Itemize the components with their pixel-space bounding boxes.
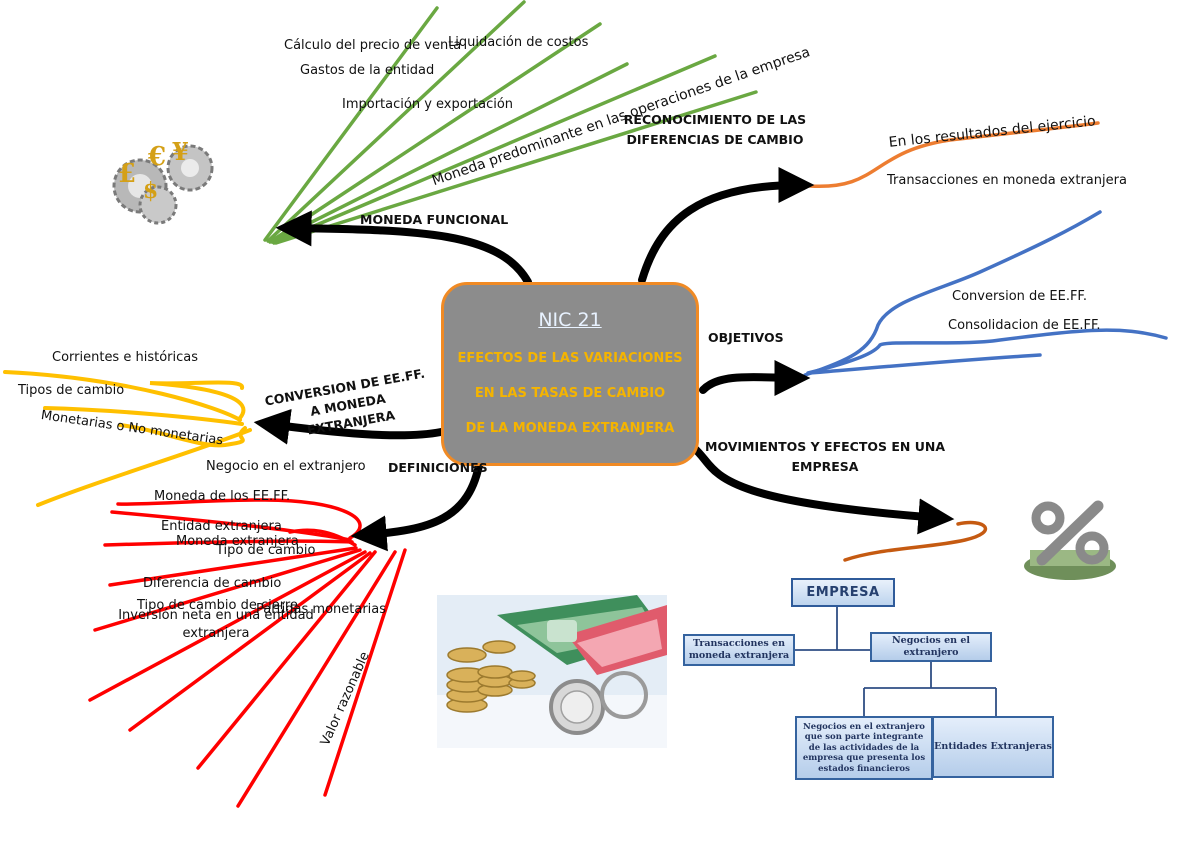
org-entidades-extranjeras: Entidades Extranjeras (932, 716, 1054, 778)
red-line (110, 510, 352, 542)
red-line (103, 539, 354, 547)
yellow-branch-lines (3, 370, 252, 507)
green-line (266, 0, 526, 243)
item-inversion-neta: Inversión neta en una entidad extranjera (118, 608, 314, 641)
central-line-3: DE LA MONEDA EXTRANJERA (465, 421, 675, 436)
green-line (272, 54, 717, 245)
orange-line (843, 520, 988, 562)
org-negocios-integrantes: Negocios en el extranjero que son parte … (795, 716, 933, 780)
org-negocios-extranjero: Negocios en el extranjero (870, 632, 992, 662)
item-tipos-cambio: Tipos de cambio (18, 383, 125, 398)
item-partidas-monetarias: Partidas monetarias (256, 602, 387, 617)
branch-label-reconocimiento: RECONOCIMIENTO DE LAS DIFERENCIAS DE CAM… (623, 112, 807, 147)
arrow-objetivos (699, 359, 811, 396)
red-line (128, 551, 372, 732)
yellow-line (43, 406, 244, 426)
svg-text:€: € (147, 142, 166, 172)
item-moneda-extranjera: Moneda extranjera (176, 534, 299, 549)
item-moneda-eeff: Moneda de los EE.FF. (154, 489, 291, 504)
red-line (108, 546, 358, 587)
item-calculo-precio: Cálculo del precio de venta (284, 38, 462, 53)
green-line (263, 6, 439, 242)
item-entidad-extranjera: Entidad extranjera (161, 519, 282, 534)
svg-text:£: £ (118, 159, 136, 189)
red-line (236, 550, 397, 808)
orange-line (808, 121, 1100, 188)
red-line (288, 528, 357, 547)
central-line-1: EFECTOS DE LAS VARIACIONES (457, 351, 683, 366)
central-line-2: EN LAS TASAS DE CAMBIO (474, 386, 666, 401)
arrow-reconocimiento (638, 167, 815, 284)
central-title: NIC 21 (538, 309, 602, 331)
green-line (274, 90, 758, 245)
green-branch-lines (263, 0, 758, 245)
blue-line (803, 210, 1102, 377)
yellow-line (149, 380, 246, 420)
item-tipo-cambio-cierre: Tipo de cambio de cierre (137, 598, 298, 613)
arrow-conversion (253, 408, 445, 445)
branch-label-movimientos: MOVIMIENTOS Y EFECTOS EN UNA EMPRESA (705, 439, 945, 474)
branch-label-definiciones: DEFINICIONES (388, 460, 488, 475)
item-tipo-cambio: Tipo de cambio (216, 543, 316, 558)
branch-label-objetivos: OBJETIVOS (708, 330, 784, 345)
arrow-moneda-funcional (275, 210, 532, 286)
org-root-empresa: EMPRESA (791, 578, 895, 607)
blue-line (808, 353, 1042, 375)
blue-branch-lines (803, 210, 1168, 377)
blue-line (806, 328, 1168, 375)
svg-text:¥: ¥ (172, 137, 189, 166)
item-consolidacion-eeff: Consolidacion de EE.FF. (948, 318, 1101, 333)
item-importacion: Importación y exportación (342, 97, 514, 112)
yellow-line (36, 428, 252, 507)
item-gastos-entidad: Gastos de la entidad (300, 63, 435, 78)
org-transacciones-moneda: Transacciones en moneda extranjera (683, 634, 795, 666)
coins-banknotes-compass-image (437, 595, 667, 748)
percent-money-icon (1024, 500, 1116, 580)
red-line (196, 550, 377, 770)
red-line (93, 548, 362, 632)
red-line (88, 550, 367, 702)
yellow-line (118, 423, 247, 448)
green-line (268, 22, 602, 244)
item-corrientes-historicas: Corrientes e históricas (52, 350, 198, 365)
item-liquidacion-costos: Liquidación de costos (448, 35, 589, 50)
currency-gears-icon: £ € ¥ $ (112, 137, 214, 225)
green-line (270, 62, 629, 244)
yellow-line (3, 370, 242, 422)
main-arrows (253, 167, 955, 552)
item-conversion-eeff: Conversion de EE.FF. (952, 289, 1087, 304)
item-transacciones-moneda: Transacciones en moneda extranjera (887, 173, 1127, 188)
arrow-definiciones (350, 456, 484, 552)
branch-label-moneda-funcional: MONEDA FUNCIONAL (360, 212, 509, 227)
central-topic-box: NIC 21 EFECTOS DE LAS VARIACIONES EN LAS… (441, 282, 699, 466)
red-branch-lines (88, 498, 407, 808)
org-chart-connectors (795, 607, 997, 716)
orange-branch-lines (808, 121, 1100, 562)
item-negocio-extranjero: Negocio en el extranjero (206, 459, 366, 474)
item-diferencia-cambio: Diferencia de cambio (143, 576, 282, 591)
arrow-movimientos (690, 444, 955, 535)
svg-text:$: $ (143, 178, 158, 204)
red-line (323, 548, 407, 797)
